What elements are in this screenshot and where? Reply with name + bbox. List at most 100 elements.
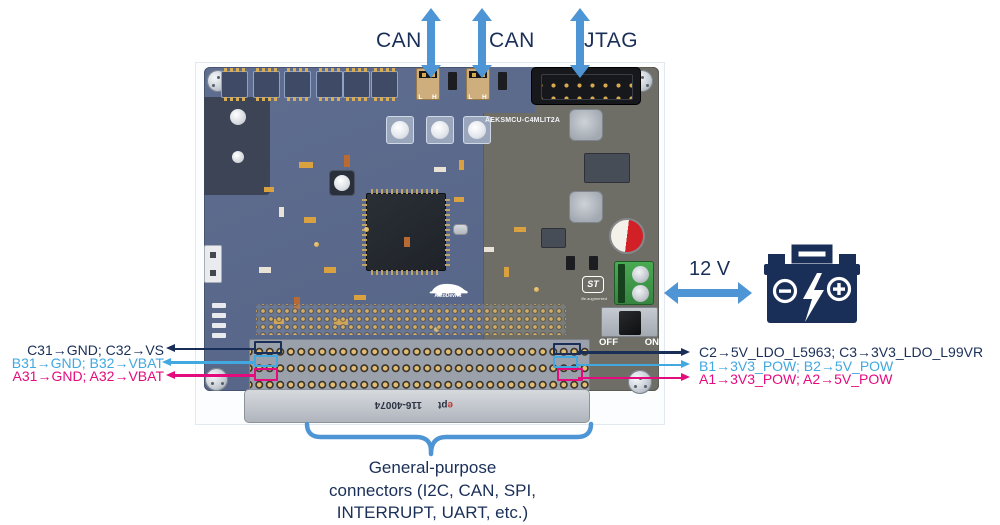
can1-pin-label: L H <box>418 94 438 101</box>
12v-terminal-block <box>614 261 654 305</box>
can1-arrow <box>421 8 441 78</box>
mcu-pins <box>445 198 450 266</box>
pin-highlight-b-left <box>254 355 278 367</box>
switch-labels: OFF ON <box>599 337 659 348</box>
switch-knob <box>619 311 641 335</box>
passive <box>304 217 316 223</box>
car-icon <box>429 283 468 297</box>
arrow-shaft <box>677 289 739 297</box>
pin-map-label-b-right: B1→3V3_POW; B2→5V_POW <box>699 357 894 374</box>
can2-arrow <box>472 8 492 78</box>
ept-connector-body: ept 116-40074 <box>244 389 590 423</box>
passive <box>484 247 494 252</box>
battery-icon <box>764 244 860 323</box>
passive <box>294 297 300 309</box>
jtag-arrow <box>570 8 590 78</box>
pin-highlight-a-left <box>254 368 278 381</box>
screw-icon <box>628 370 652 394</box>
driver-ic <box>371 68 398 101</box>
inductor <box>569 109 603 141</box>
terminal-screw <box>632 266 649 283</box>
driver-ic <box>253 68 280 101</box>
arrow-shaft <box>576 19 584 67</box>
pin-map-label-a-right: A1→3V3_POW; A2→5V_POW <box>699 370 893 387</box>
jtag-label: JTAG <box>584 29 639 52</box>
driver-ic <box>316 68 343 101</box>
pointer-line-c-right <box>578 348 690 355</box>
st-tagline: life.augmented <box>580 296 608 301</box>
pin-map-label-b-left: B31→GND; B32→VBAT <box>11 355 164 371</box>
pointer-line-b-left <box>162 358 256 365</box>
mcu-chip <box>362 189 450 275</box>
note-line-2: connectors (I2C, CAN, SPI, <box>329 480 536 500</box>
pin-map-label-c-right: C2→5V_LDO_L5963; C3→3V3_LDO_L99VR <box>699 344 984 360</box>
passive <box>404 237 410 247</box>
reset-button <box>329 170 355 196</box>
inductor <box>569 191 603 223</box>
regulator-chip <box>584 153 630 183</box>
via-dot <box>232 151 244 163</box>
passive <box>279 207 284 217</box>
jumper <box>498 72 507 90</box>
pin-map-label-c-left: C31→GND; C32→VS <box>27 342 164 358</box>
general-purpose-note: General-purpose connectors (I2C, CAN, SP… <box>280 457 585 525</box>
pointer-line-a-left <box>166 371 256 378</box>
passive <box>299 162 313 168</box>
terminal-screw <box>632 285 649 302</box>
mcu-pins <box>371 189 441 194</box>
test-point <box>364 227 369 232</box>
driver-ic <box>221 68 248 101</box>
board-photo: L H L H AEKSMCU-C4MLIT2A <box>195 62 665 425</box>
can2-pin-label: L H <box>468 94 488 101</box>
power-switch <box>601 307 658 337</box>
electrolytic-capacitor <box>609 218 645 254</box>
pcb-board: L H L H AEKSMCU-C4MLIT2A <box>204 67 659 423</box>
pin-highlight-a-right <box>557 368 583 381</box>
passive <box>324 267 336 273</box>
regulator-chip <box>541 228 566 248</box>
pin-highlight-c-left <box>254 341 282 354</box>
tp-label <box>212 323 226 328</box>
passive <box>434 167 446 172</box>
ept-brand: ept <box>437 399 453 410</box>
edge-connector <box>204 245 222 283</box>
mcu-pins <box>362 198 367 266</box>
driver-ic <box>284 68 311 101</box>
pointer-line-a-right <box>578 373 690 381</box>
off-label: OFF <box>599 337 618 348</box>
board-name-silkscreen: AEKSMCU-C4MLIT2A <box>485 117 561 124</box>
push-button <box>386 116 414 144</box>
jumper <box>589 256 598 270</box>
note-line-1: General-purpose <box>368 458 497 477</box>
pin-highlight-b-right <box>553 356 578 368</box>
via-dot <box>230 109 246 125</box>
autodevkit-logo-text: AutoDevKit <box>434 293 462 299</box>
mcu-pins <box>371 270 441 275</box>
passive <box>264 187 274 192</box>
pointer-line-b-right <box>578 360 690 368</box>
ept-label: ept 116-40074 <box>303 399 453 410</box>
push-button <box>426 116 454 144</box>
test-point <box>534 287 539 292</box>
arrow-shaft <box>478 19 486 67</box>
supply-arrow <box>664 282 752 304</box>
through-hole-grid <box>256 304 566 335</box>
arrow-shaft <box>427 19 435 67</box>
on-label: ON <box>644 337 659 348</box>
ept-part-number: 116-40074 <box>374 399 422 410</box>
passive <box>459 160 464 170</box>
jumper <box>448 72 457 90</box>
driver-ic <box>343 68 370 101</box>
passive <box>514 227 526 232</box>
pin-highlight-c-right <box>553 343 581 355</box>
passive <box>504 267 509 277</box>
test-point <box>314 242 319 247</box>
crystal-oscillator <box>453 224 468 235</box>
tp-label <box>212 303 226 308</box>
passive <box>259 267 271 273</box>
voltage-label: 12 V <box>689 258 731 280</box>
jumper <box>566 256 575 270</box>
tp-label <box>212 313 226 318</box>
push-button <box>463 116 491 144</box>
